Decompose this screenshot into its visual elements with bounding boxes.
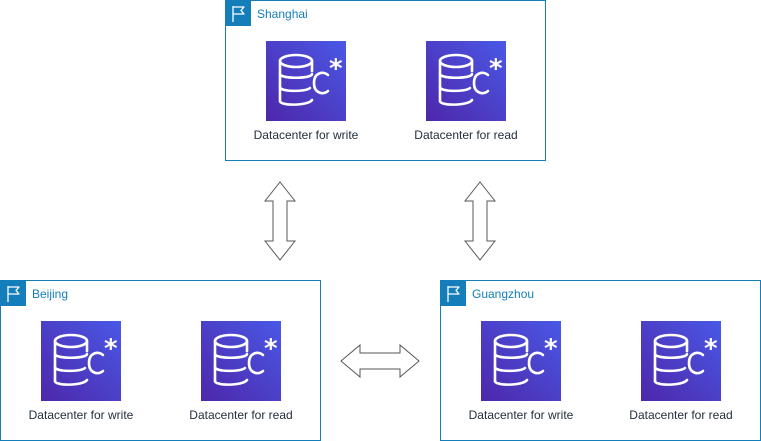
region-title: Beijing — [32, 287, 69, 301]
svg-text:*: * — [704, 334, 718, 364]
svg-text:*: * — [489, 54, 503, 84]
region-title: Shanghai — [257, 7, 308, 21]
svg-text:*: * — [104, 334, 118, 364]
region-beijing: Beijing * Datacenter for write — [0, 280, 321, 441]
double-arrow-icon — [464, 181, 496, 261]
region-guangzhou: Guangzhou * Datacenter for write — [440, 280, 761, 441]
datacenter-label: Datacenter for read — [189, 408, 293, 422]
database-icon: * — [266, 41, 346, 121]
datacenter-label: Datacenter for write — [253, 128, 359, 142]
database-icon: * — [426, 41, 506, 121]
database-icon: * — [641, 321, 721, 401]
database-icon: * — [41, 321, 121, 401]
region-title: Guangzhou — [472, 287, 535, 301]
region-shanghai: Shanghai * Datacenter for write — [225, 0, 546, 161]
double-arrow-icon — [264, 181, 296, 261]
database-icon: * — [481, 321, 561, 401]
svg-text:*: * — [264, 334, 278, 364]
datacenter-label: Datacenter for write — [468, 408, 574, 422]
flag-icon — [441, 281, 466, 306]
flag-icon — [226, 1, 251, 26]
svg-text:*: * — [544, 334, 558, 364]
database-icon: * — [201, 321, 281, 401]
datacenter-label: Datacenter for write — [28, 408, 134, 422]
double-arrow-icon — [340, 344, 420, 378]
datacenter-label: Datacenter for read — [629, 408, 733, 422]
svg-text:*: * — [329, 54, 343, 84]
datacenter-label: Datacenter for read — [414, 128, 518, 142]
flag-icon — [1, 281, 26, 306]
